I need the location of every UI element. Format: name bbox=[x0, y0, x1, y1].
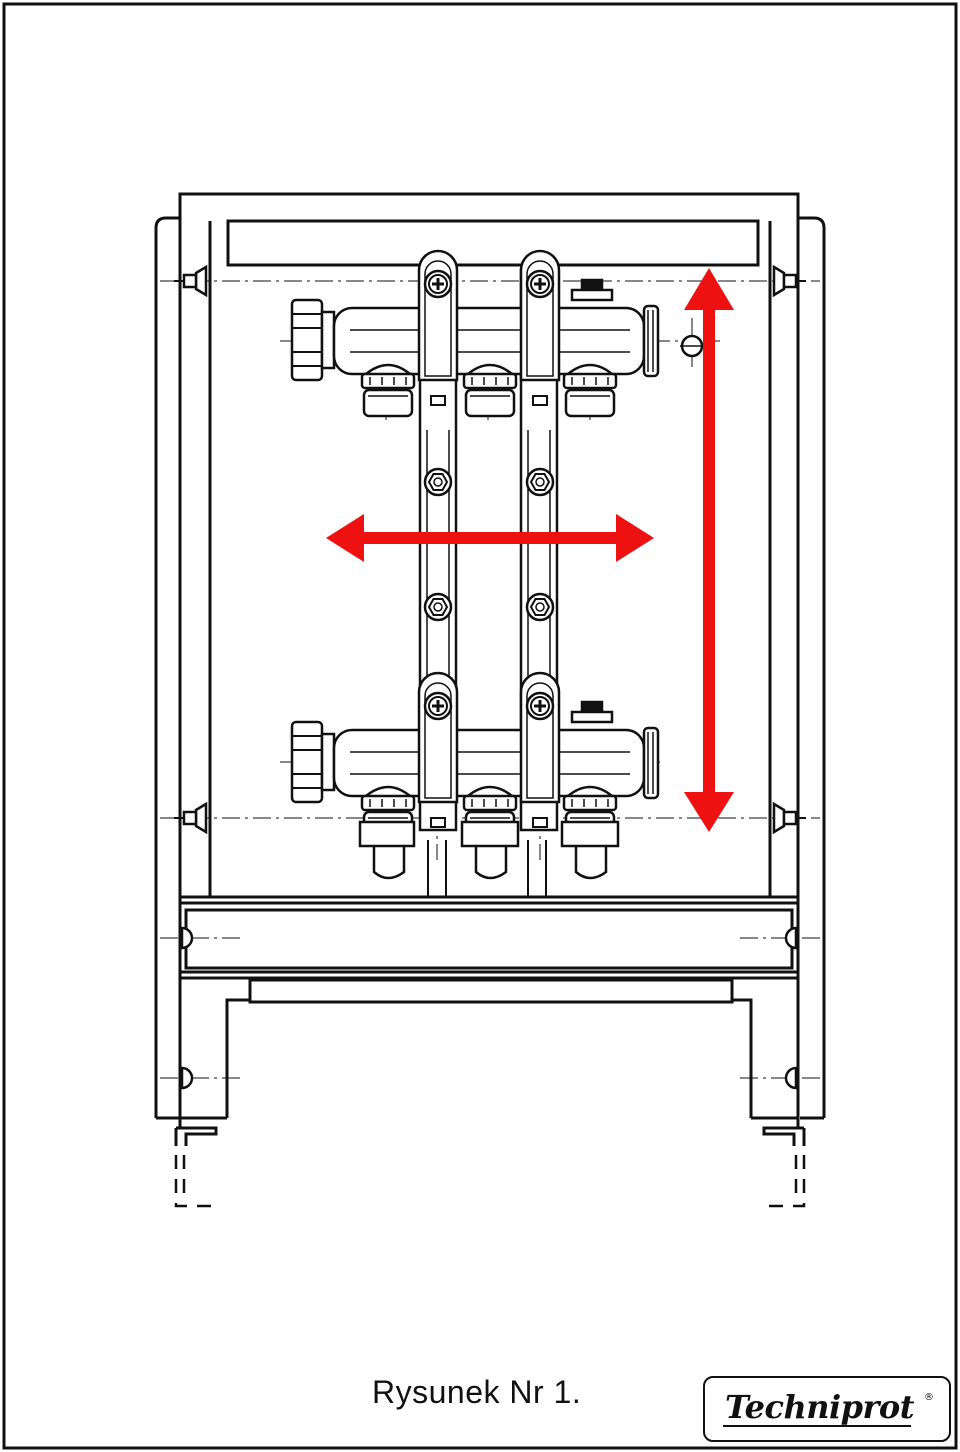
double-headed-arrow-horizontal-icon bbox=[326, 514, 654, 562]
drawing-caption: Rysunek Nr 1. bbox=[372, 1374, 582, 1410]
floor-extension-dashed bbox=[174, 1155, 806, 1208]
brand-logo: Techniprot ® bbox=[703, 1376, 951, 1442]
logo-underline bbox=[723, 1425, 911, 1427]
double-headed-arrow-vertical-icon bbox=[684, 268, 734, 832]
side-bolt-icon bbox=[180, 926, 798, 1090]
upper-outlets bbox=[360, 363, 618, 418]
upper-manifold bbox=[290, 278, 660, 382]
registered-mark: ® bbox=[924, 1392, 934, 1403]
mounting-hole bbox=[680, 334, 704, 358]
logo-wordmark: Techniprot bbox=[725, 1388, 915, 1426]
pipe-stubs bbox=[358, 820, 620, 880]
lower-manifold bbox=[290, 700, 660, 804]
